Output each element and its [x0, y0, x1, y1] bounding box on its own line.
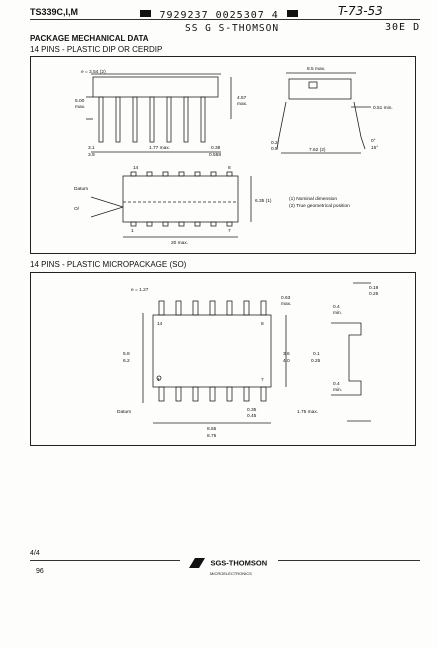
dip-top-body: [122, 175, 239, 223]
so-pins: [158, 300, 267, 402]
barcode-text: 7929237 0025307 4: [159, 10, 279, 21]
so-body: [152, 314, 272, 388]
dip-oe: O/: [74, 206, 80, 212]
dip-pin1: 1: [131, 228, 134, 234]
dip-d02: 0.2: [271, 140, 278, 146]
part-number: TS339C,I,M: [30, 7, 79, 17]
so-drawing: e = 1.27 0.63 max. 0.19 0.25 0.4 min. 14…: [117, 282, 379, 439]
so-d01: 0.1: [313, 351, 320, 357]
so-d035: 0.35: [247, 407, 257, 413]
barcode-mark-right: [287, 10, 299, 18]
st-logo-icon: [189, 557, 205, 568]
dip-d051: 0.51 min.: [373, 105, 393, 111]
dip-drawing: e = 2.54 (2) 5.00 max. 4.57 max. 8.5 max…: [74, 66, 393, 246]
dip-side-pins: [98, 96, 206, 143]
so-max: max.: [281, 302, 291, 307]
so-d025: 0.25: [369, 291, 379, 297]
so-title: 14 PINS - PLASTIC MICROPACKAGE (SO): [30, 260, 187, 269]
so-min: min.: [333, 310, 342, 316]
dip-pin8: 8: [228, 165, 231, 171]
so-d063: 0.63: [281, 295, 291, 301]
so-d175: 1.75 max.: [297, 409, 318, 415]
so-d855: 8.55: [207, 426, 217, 432]
so-datum: Datum: [117, 409, 131, 415]
dip-d177: 1.77 max.: [149, 145, 170, 151]
dip-note2: (2) True geometrical position: [289, 203, 350, 209]
so-pin1: 1: [157, 377, 160, 383]
so-d36: 3.6: [283, 351, 290, 357]
so-drawing-frame: e = 1.27 0.63 max. 0.19 0.25 0.4 min. 14…: [30, 272, 416, 446]
so-d875: 8.75: [207, 433, 217, 439]
dip-w635: 6.35 (1): [255, 198, 272, 204]
dip-note1: (1) Nominal dimension: [289, 196, 337, 202]
so-d58: 5.8: [123, 351, 130, 357]
company-code: SS G S-THOMSON: [185, 23, 280, 34]
footer-rule-left: [30, 560, 180, 561]
dip-title: 14 PINS - PLASTIC DIP OR CERDIP: [30, 45, 163, 54]
dip-d15: 15°: [371, 145, 378, 151]
so-pin14: 14: [157, 321, 163, 327]
barcode-mark-left: [140, 10, 151, 18]
handwritten-code: T-73-53: [338, 4, 383, 18]
so-d62: 6.2: [123, 358, 130, 364]
so-pin8: 8: [261, 321, 264, 327]
so-pitch: e = 1.27: [131, 287, 149, 293]
so-min2: min.: [333, 387, 342, 393]
footer-rule-right: [278, 560, 420, 561]
dip-pin14: 14: [133, 165, 139, 171]
brand-block: SGS-THOMSON MICROELECTRONICS: [188, 554, 267, 576]
page-number: 96: [36, 568, 44, 575]
dip-d31: 3.1: [88, 145, 95, 151]
so-d04: 0.4: [333, 304, 340, 310]
dip-h457: 4.57: [237, 95, 247, 101]
dip-end-body: [288, 78, 352, 100]
dip-d0558: 0.558: [209, 152, 221, 158]
barcode-block: 7929237 0025307 4: [140, 5, 299, 23]
dip-max2: max.: [237, 102, 247, 107]
dip-pin7: 7: [228, 228, 231, 234]
dip-d762: 7.62 (2): [309, 147, 326, 153]
so-d045: 0.45: [247, 413, 257, 419]
header-rule: [30, 19, 420, 20]
dip-d038: 0.38: [211, 145, 221, 151]
dip-w85: 8.5 max.: [307, 66, 325, 72]
dip-datum: Datum: [74, 186, 88, 192]
so-side-profile: [331, 322, 362, 396]
dip-d0: 0°: [371, 138, 376, 144]
so-d04b: 0.4: [333, 381, 340, 387]
dip-max: max.: [75, 105, 85, 110]
so-d019: 0.19: [369, 285, 379, 291]
dip-top-pins: [130, 171, 233, 227]
corner-code: 30E D: [385, 22, 421, 33]
page-indicator: 4/4: [30, 550, 40, 557]
so-d025b: 0.25: [311, 358, 321, 364]
dip-side-body: [92, 76, 219, 98]
dip-pitch-label: e = 2.54 (2): [81, 69, 106, 75]
so-pin7: 7: [261, 377, 264, 383]
section-title: PACKAGE MECHANICAL DATA: [30, 34, 149, 43]
dip-d05: 0.5: [271, 146, 278, 152]
dip-len20: 20 max.: [171, 240, 188, 246]
so-d40: 4.0: [283, 358, 290, 364]
brand-sub: MICROELECTRONICS: [210, 571, 252, 576]
dip-h500: 5.00: [75, 98, 85, 104]
dip-drawing-frame: e = 2.54 (2) 5.00 max. 4.57 max. 8.5 max…: [30, 56, 416, 254]
brand-name: SGS-THOMSON: [210, 558, 268, 568]
dip-d39: 3.9: [88, 152, 95, 158]
